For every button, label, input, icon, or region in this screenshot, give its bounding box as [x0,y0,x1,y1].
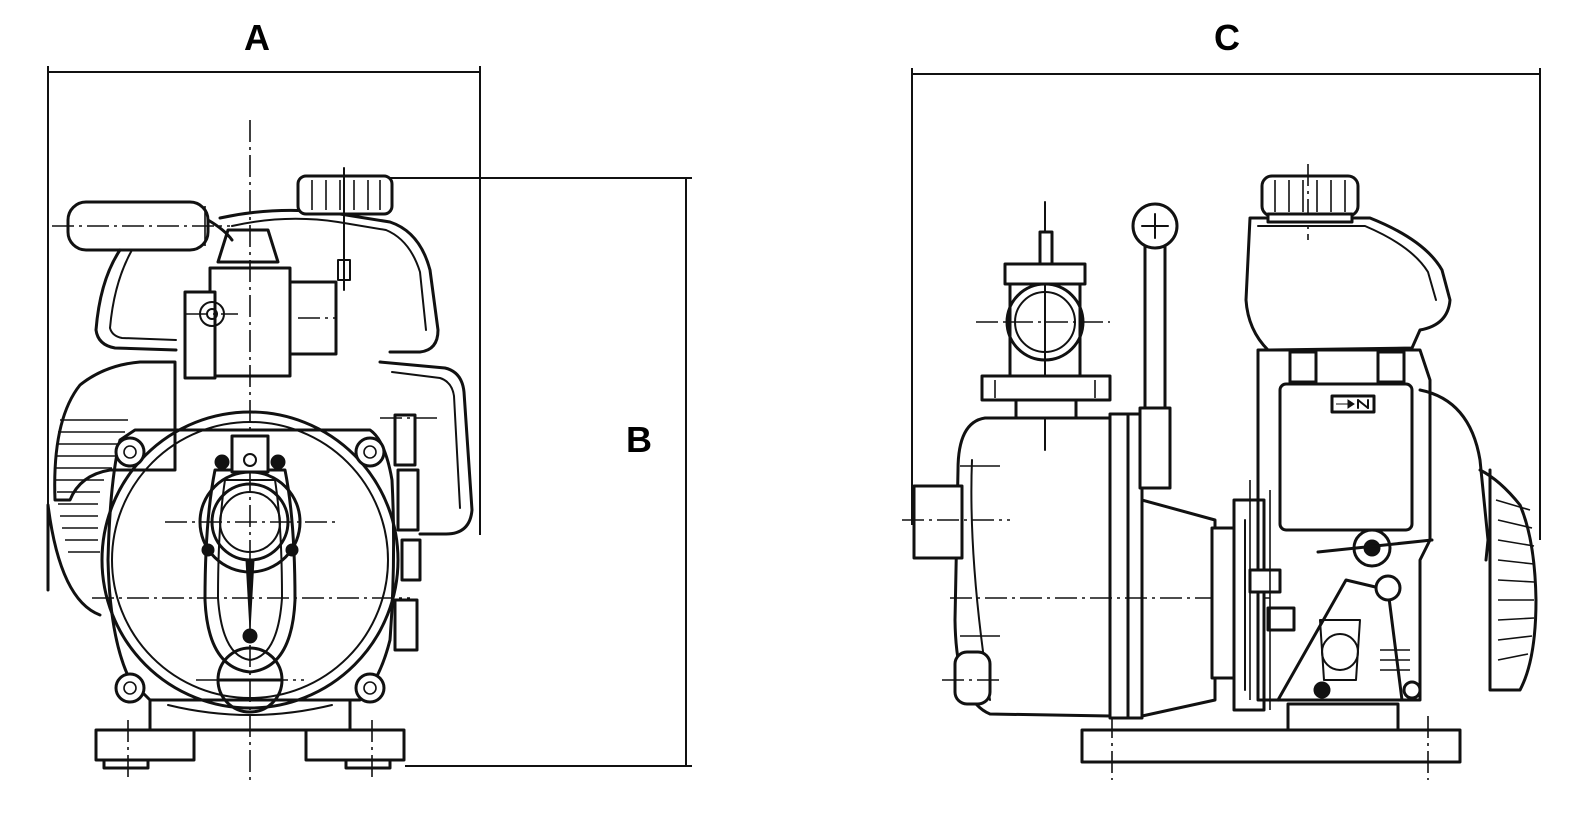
base-plate-side [1080,702,1462,780]
dimension-label-c: C [1214,17,1240,58]
side-view [902,68,1541,780]
dimension-b-line [372,177,692,767]
discharge-pipe-side [976,201,1112,451]
pump-casing-front [92,410,410,714]
carry-handle-front [52,200,234,352]
engine-cooling-fins [46,360,177,617]
dimension-label-a: A [244,17,270,58]
mounting-flange-side [1140,498,1266,718]
primer-lever-side [1131,202,1179,490]
fuel-tank-side [1244,164,1452,352]
air-cleaner-front [378,360,474,652]
front-view [46,66,692,780]
dimension-a-line [47,66,481,590]
engine-body-side [1248,348,1538,710]
fuel-tank-front [218,167,440,354]
dimension-label-b: B [626,419,652,460]
base-front [94,698,406,778]
dimension-c-line [911,68,1541,540]
